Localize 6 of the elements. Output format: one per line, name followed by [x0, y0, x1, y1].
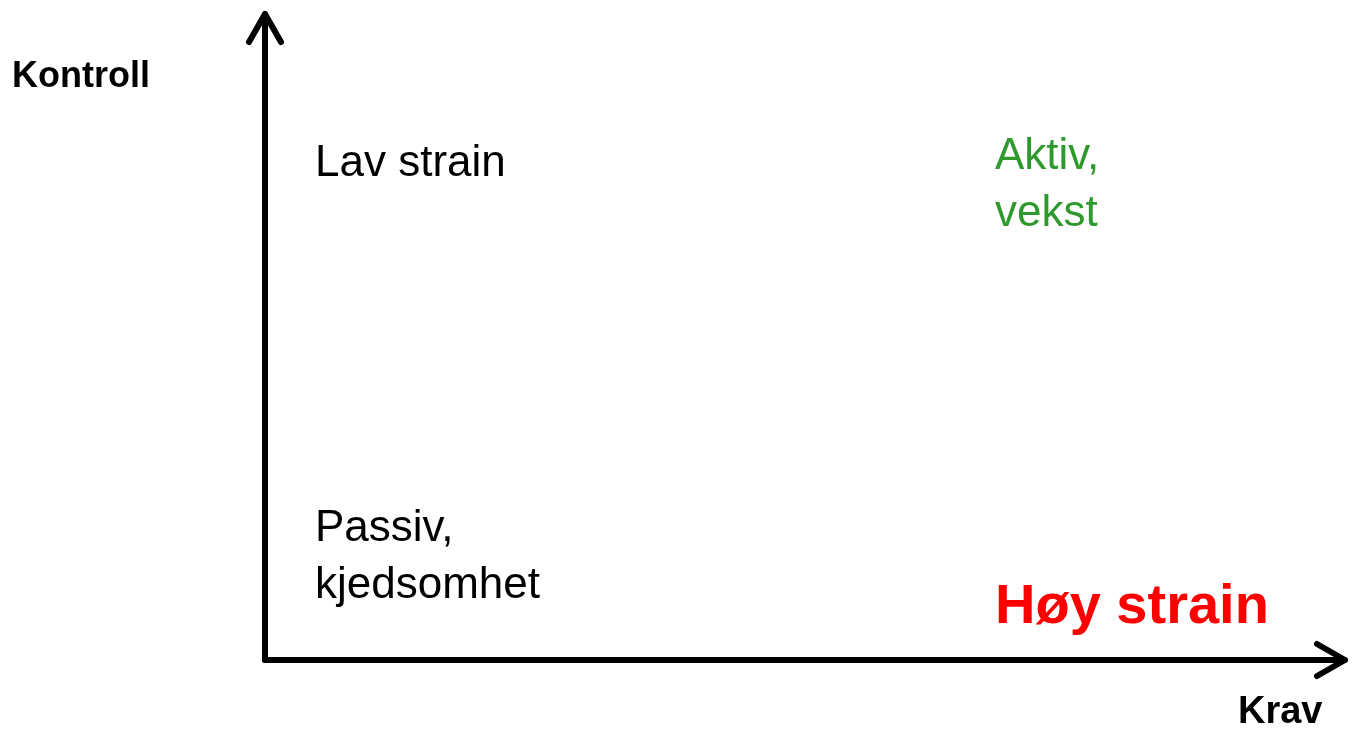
quadrant-label: Aktiv, vekst	[995, 128, 1101, 238]
quadrant-label: Høy strain	[995, 571, 1269, 637]
quadrant-label: Passiv, kjedsomhet	[315, 500, 541, 610]
axis-title: Kontroll	[12, 53, 150, 97]
quadrant-label: Lav strain	[315, 135, 506, 187]
axis-title: Krav	[1238, 688, 1323, 732]
